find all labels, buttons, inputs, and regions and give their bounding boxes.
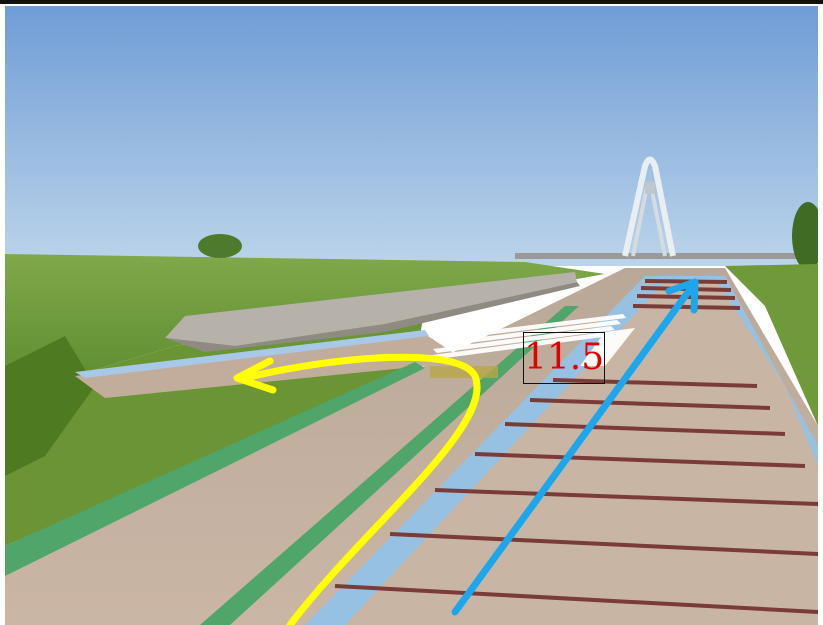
grass-bank-left [5, 336, 95, 476]
distance-marker-label: 11.5 [523, 332, 605, 384]
green-stripe-outer [5, 362, 425, 576]
concrete-wall [165, 272, 577, 346]
grass-right [725, 264, 818, 426]
left-turn-arrow-icon [233, 353, 481, 625]
sky [5, 6, 818, 266]
tree-right [792, 202, 818, 270]
green-stripe-inner [200, 306, 579, 625]
straight-arrow-icon [451, 278, 699, 616]
yellow-road-mark [430, 366, 498, 378]
tree-cluster [198, 234, 242, 258]
bridge-deck [515, 253, 818, 259]
top-border [0, 0, 823, 4]
bridge-pylon [622, 156, 676, 257]
cycling-path-photo [5, 6, 818, 625]
